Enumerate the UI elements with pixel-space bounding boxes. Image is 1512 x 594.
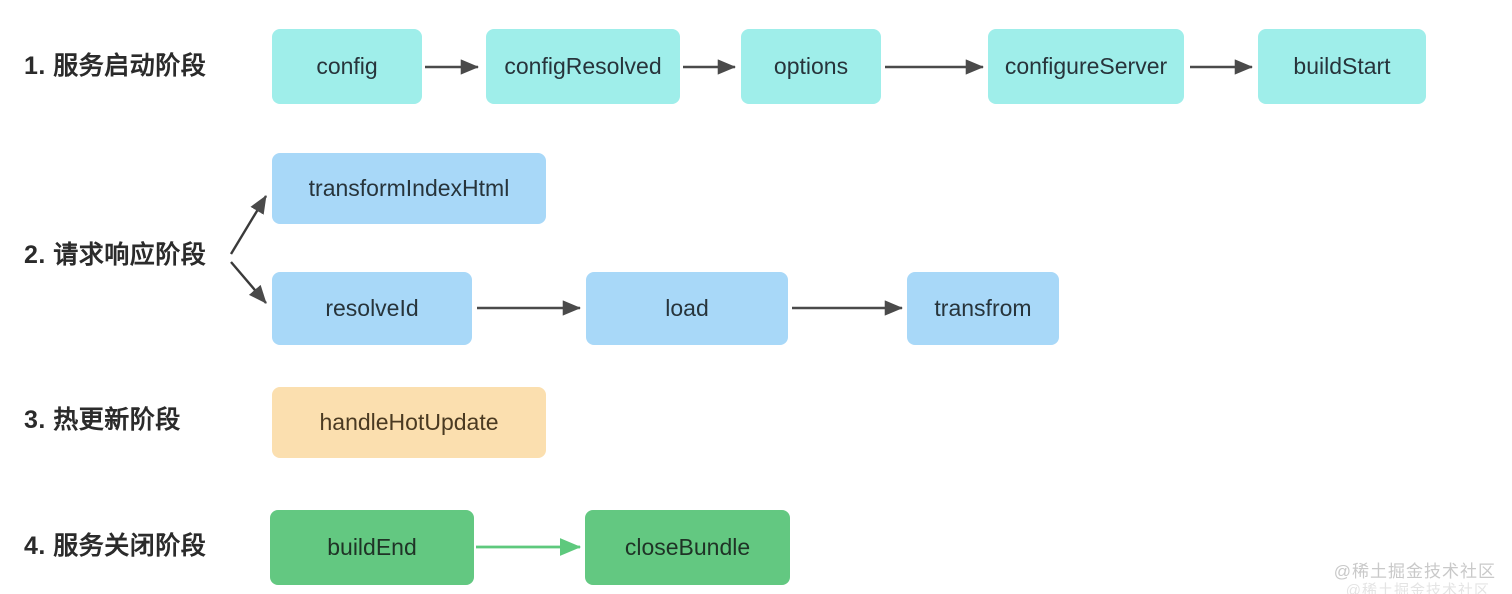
node-load[interactable]: load: [586, 272, 788, 345]
stage-label-startup: 1. 服务启动阶段: [24, 52, 207, 80]
arrow-branch-to-resolveid: [230, 261, 267, 304]
stage-label-shutdown: 4. 服务关闭阶段: [24, 532, 207, 560]
stage-label-hot-update: 3. 热更新阶段: [24, 406, 181, 434]
node-configresolved[interactable]: configResolved: [486, 29, 680, 104]
node-config[interactable]: config: [272, 29, 422, 104]
node-closebundle[interactable]: closeBundle: [585, 510, 790, 585]
stage-label-request-response: 2. 请求响应阶段: [24, 241, 207, 269]
node-transfrom[interactable]: transfrom: [907, 272, 1059, 345]
node-buildend[interactable]: buildEnd: [270, 510, 474, 585]
node-resolveid[interactable]: resolveId: [272, 272, 472, 345]
node-transformindexhtml[interactable]: transformIndexHtml: [272, 153, 546, 224]
arrow-branch-to-transformindexhtml: [229, 195, 268, 255]
node-options[interactable]: options: [741, 29, 881, 104]
node-handlehotupdate[interactable]: handleHotUpdate: [272, 387, 546, 458]
node-buildstart[interactable]: buildStart: [1258, 29, 1426, 104]
node-configureserver[interactable]: configureServer: [988, 29, 1184, 104]
watermark: @稀土掘金技术社区: [1333, 562, 1496, 581]
watermark-shadow: @稀土掘金技术社区: [1345, 582, 1490, 594]
